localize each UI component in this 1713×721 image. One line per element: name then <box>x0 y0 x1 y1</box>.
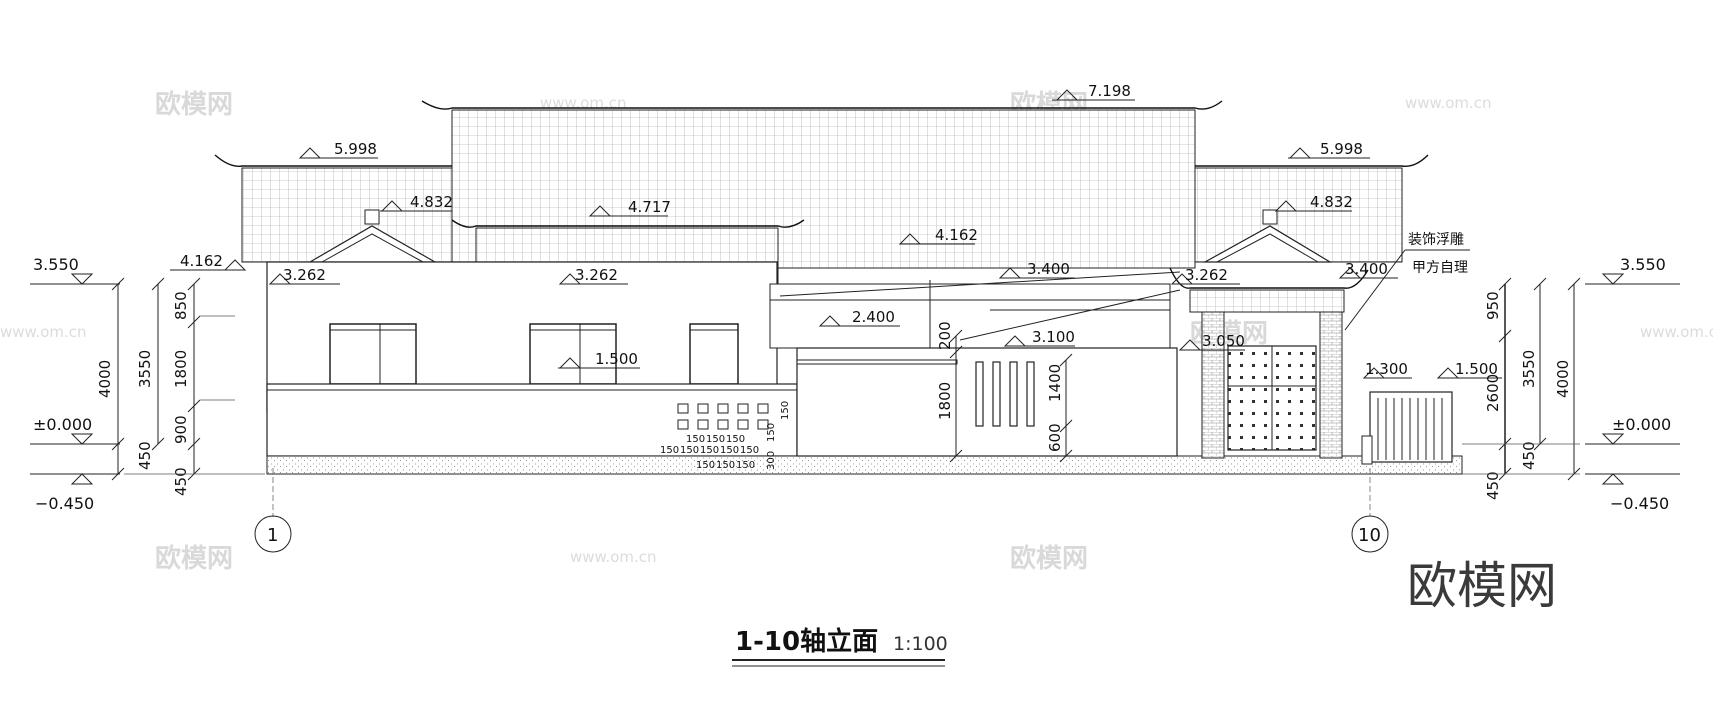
watermark-text: 欧模网 <box>155 543 233 574</box>
fence-wall <box>266 383 798 457</box>
dim-label: 2600 <box>1484 374 1502 412</box>
level-label: 3.100 <box>1032 328 1075 346</box>
right-low-wall <box>1369 391 1453 463</box>
annotation-text: 甲方自理 <box>1412 260 1468 276</box>
slot-window <box>992 361 1001 427</box>
dim-label: 150 <box>706 434 725 445</box>
dim-label: 900 <box>172 415 190 444</box>
dim-label: 450 <box>136 441 154 470</box>
base-plinth <box>266 455 1463 475</box>
level-label: 4.717 <box>628 198 671 216</box>
level-label: 4.832 <box>1310 193 1353 211</box>
watermark-url: www.om.cn <box>1405 94 1492 112</box>
watermark-url: www.om.cn <box>0 323 87 341</box>
annotation-text: 装饰浮雕 <box>1408 232 1464 248</box>
dim-label: 200 <box>936 321 954 350</box>
dim-label: 1800 <box>172 350 190 388</box>
dim-label: 150 <box>686 434 705 445</box>
middle-roof-eave <box>451 219 805 228</box>
axis-markers: 1 10 <box>254 468 1389 553</box>
dim-label: 3550 <box>136 350 154 388</box>
level-label: 3.550 <box>33 255 79 274</box>
level-markers: 3.550 ±0.000 −0.450 3.550 ±0.000 −0.450 … <box>30 82 1680 513</box>
dim-label: 150 <box>700 445 719 456</box>
dim-label: 850 <box>172 291 190 320</box>
middle-wall <box>796 347 1178 457</box>
level-label: 3.262 <box>575 266 618 284</box>
dim-label: 4000 <box>1554 360 1572 398</box>
watermark-text: 欧模网 <box>1010 543 1088 574</box>
dim-label: 450 <box>1484 471 1502 500</box>
gate-pillar <box>1319 311 1343 459</box>
facade <box>266 261 1463 475</box>
level-label: 3.262 <box>283 266 326 284</box>
level-label: 3.262 <box>1185 266 1228 284</box>
gate-roof <box>1189 289 1345 313</box>
dim-label: 1400 <box>1046 364 1064 402</box>
brand-watermark: 欧模网 <box>1407 557 1557 615</box>
dim-label: 150 <box>740 445 759 456</box>
dim-label: 1800 <box>936 382 954 420</box>
level-label: 1.300 <box>1365 360 1408 378</box>
dim-label: 150 <box>736 460 755 471</box>
watermark-url: www.om.cn <box>570 548 657 566</box>
dim-label: 150 <box>660 445 679 456</box>
level-label: 4.162 <box>180 252 223 270</box>
railing <box>1377 398 1443 460</box>
axis-label-right: 10 <box>1358 525 1381 546</box>
slot-window <box>1009 361 1018 427</box>
dim-label: 950 <box>1484 291 1502 320</box>
dim-label: 150 <box>680 445 699 456</box>
level-label: 4.832 <box>410 193 453 211</box>
level-label: −0.450 <box>1610 494 1669 513</box>
dim-label: 150 <box>766 423 777 442</box>
dim-label: 150 <box>726 434 745 445</box>
dim-label: 150 <box>696 460 715 471</box>
window <box>329 323 417 385</box>
level-label: 3.550 <box>1620 255 1666 274</box>
dim-label: 4000 <box>96 360 114 398</box>
grille-openings <box>677 403 769 430</box>
left-wing-eave <box>214 154 452 167</box>
dimension-chains: 4000 3550 450 850 1800 900 450 4000 3550… <box>96 277 1581 500</box>
window <box>689 323 739 385</box>
level-label: 1.500 <box>595 350 638 368</box>
drawing-scale: 1:100 <box>893 633 948 655</box>
level-label: 5.998 <box>1320 140 1363 158</box>
level-label: 5.998 <box>334 140 377 158</box>
axis-label-left: 1 <box>267 525 278 546</box>
dim-label: 150 <box>780 401 791 420</box>
dim-label: 300 <box>766 451 777 470</box>
watermark-url: www.om.cn <box>1640 323 1713 341</box>
right-gable <box>1202 225 1333 263</box>
level-label: 7.198 <box>1088 82 1131 100</box>
dim-label: 150 <box>716 460 735 471</box>
drawing-title: 1-10轴立面 <box>735 626 878 657</box>
main-roof-eave <box>421 100 1223 110</box>
dim-label: 600 <box>1046 423 1064 452</box>
level-label: ±0.000 <box>1612 415 1671 434</box>
dim-label: 3550 <box>1520 350 1538 388</box>
level-label: −0.450 <box>35 494 94 513</box>
right-wing-eave <box>1195 154 1429 167</box>
level-label: 2.400 <box>852 308 895 326</box>
drawing-title-block: 1-10轴立面 1:100 <box>732 626 948 667</box>
watermark-text: 欧模网 <box>155 89 233 120</box>
level-label: ±0.000 <box>33 415 92 434</box>
dim-label: 150 <box>720 445 739 456</box>
dim-label: 450 <box>172 467 190 496</box>
watermark-url: www.om.cn <box>540 94 627 112</box>
ornament-annotation: 装饰浮雕 甲方自理 <box>1344 232 1470 331</box>
level-label: 1.500 <box>1455 360 1498 378</box>
level-label: 3.400 <box>1027 260 1070 278</box>
window <box>529 323 617 385</box>
gate-pillar <box>1201 311 1225 459</box>
slot-window <box>1026 361 1035 427</box>
level-label: 4.162 <box>935 226 978 244</box>
dim-label: 450 <box>1520 441 1538 470</box>
level-label: 3.050 <box>1202 332 1245 350</box>
slot-window <box>975 361 984 427</box>
level-label: 3.400 <box>1345 260 1388 278</box>
